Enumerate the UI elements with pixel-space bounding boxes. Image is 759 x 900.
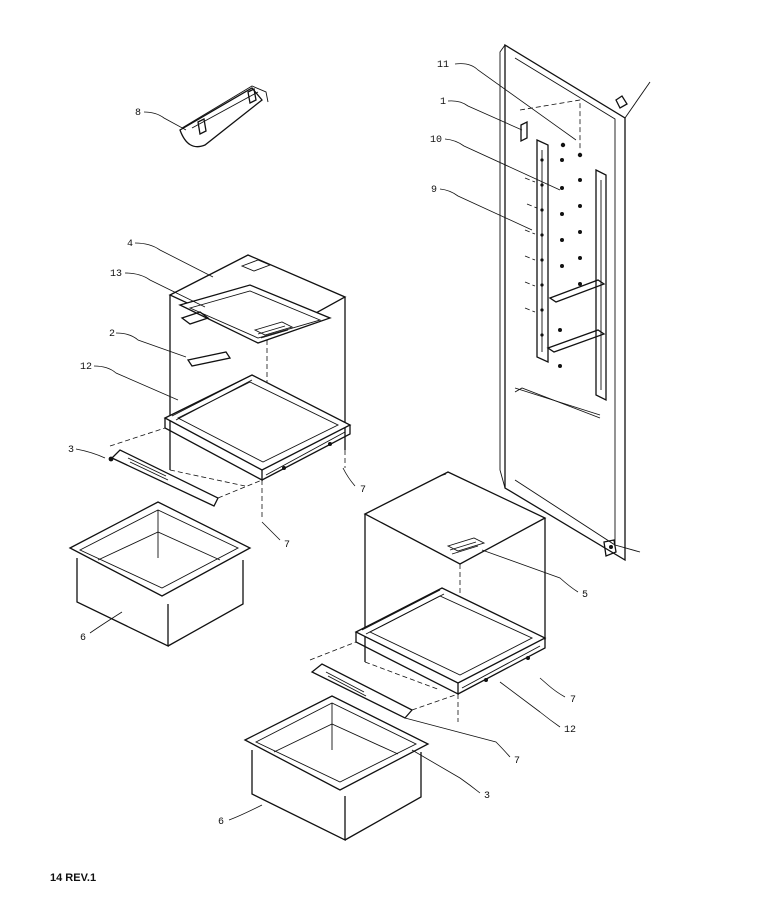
lower-drawer <box>243 695 430 842</box>
cabinet-shelf-supports <box>546 279 606 353</box>
upper-crisper-shelf <box>163 374 352 482</box>
callout-2: 2 <box>109 329 115 340</box>
lower-projection-lines <box>309 641 459 722</box>
callout-11: 11 <box>437 60 449 71</box>
callout-3-upper: 3 <box>68 445 74 456</box>
callout-7-lower-bottom: 7 <box>514 756 520 767</box>
part-8-bin <box>179 85 269 148</box>
callout-5: 5 <box>582 590 588 601</box>
shelf-ladder-left <box>536 138 549 364</box>
callout-8: 8 <box>135 108 141 119</box>
upper-drawer-rail <box>108 449 219 507</box>
upper-crisper-slides <box>180 311 232 367</box>
lower-crisper-cover <box>363 471 547 680</box>
cabinet-liner <box>499 43 651 562</box>
ladder-screws <box>520 120 583 368</box>
callout-7-lower-right: 7 <box>570 695 576 706</box>
callout-10: 10 <box>430 135 442 146</box>
callout-7-upper-bottom: 7 <box>284 540 290 551</box>
callout-4: 4 <box>127 239 133 250</box>
lower-crisper-shelf <box>354 587 547 696</box>
callout-6-upper: 6 <box>80 633 86 644</box>
revision-label: 14 REV.1 <box>50 872 97 884</box>
callout-12-lower: 12 <box>564 725 576 736</box>
leader-lines <box>75 63 579 821</box>
callout-6-lower: 6 <box>218 817 224 828</box>
callout-12-upper: 12 <box>80 362 92 373</box>
callout-3-lower: 3 <box>484 791 490 802</box>
upper-crisper-frame <box>178 284 332 344</box>
callout-7-upper-right: 7 <box>360 485 366 496</box>
callout-1: 1 <box>440 97 446 108</box>
upper-drawer <box>68 501 252 648</box>
callout-13: 13 <box>110 269 122 280</box>
upper-projection-lines <box>109 427 346 520</box>
callout-9: 9 <box>431 185 437 196</box>
callout-labels: 11 1 10 9 8 4 13 2 12 3 7 7 6 5 7 12 7 3… <box>68 60 588 828</box>
